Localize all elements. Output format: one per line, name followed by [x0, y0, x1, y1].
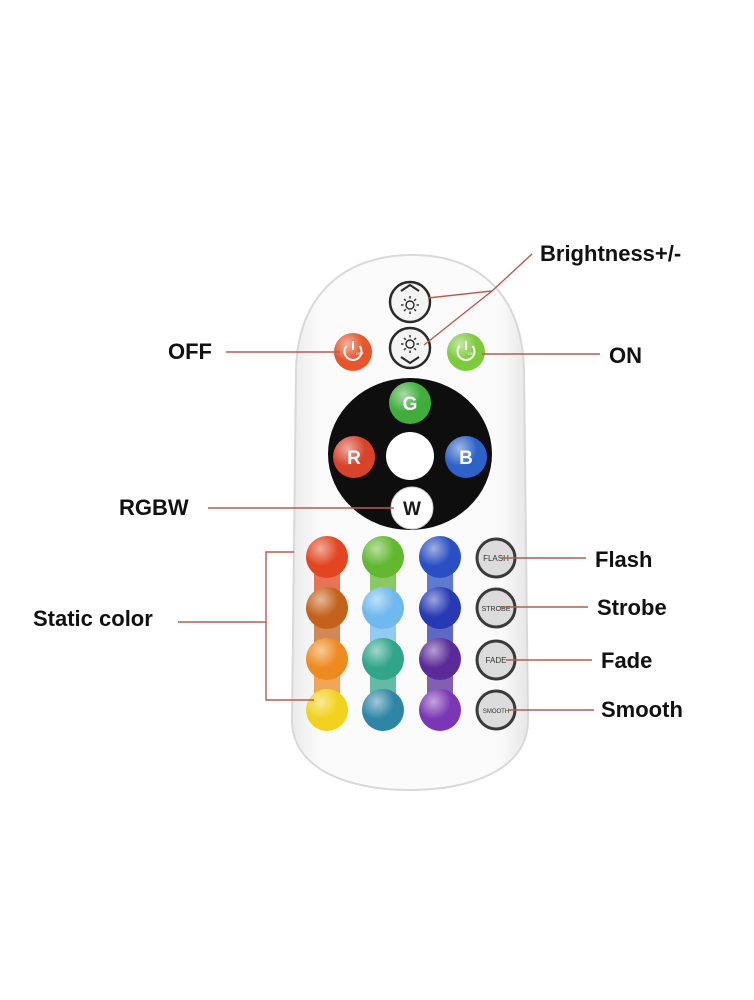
flash-callout: Flash	[595, 547, 653, 572]
brightness-callout: Brightness+/-	[540, 241, 682, 266]
strobe-button-label: STROBE	[482, 606, 511, 613]
rgbw-callout: RGBW	[119, 495, 189, 520]
off-callout: OFF	[168, 339, 212, 364]
static-color-key[interactable]	[362, 536, 404, 578]
flash-button-label: FLASH	[483, 554, 509, 563]
static-color-key[interactable]	[306, 689, 348, 731]
static-color-key[interactable]	[419, 587, 461, 629]
power-off-button[interactable]: OFF	[334, 333, 372, 371]
g-key-label: G	[403, 394, 418, 415]
rgbw-pad: G R B W	[328, 378, 492, 530]
brightness-leader-down	[423, 290, 493, 346]
static-color-key[interactable]	[419, 689, 461, 731]
r-key-label: R	[347, 448, 361, 469]
static-color-leader	[178, 551, 294, 623]
static-color-key[interactable]	[362, 587, 404, 629]
static-color-callout: Static color	[33, 606, 153, 631]
brightness-down-button[interactable]	[388, 326, 432, 370]
sun-icon	[401, 296, 419, 314]
off-button-label: OFF	[356, 351, 365, 356]
static-color-grid	[306, 536, 461, 731]
brightness-up-button[interactable]	[388, 280, 432, 324]
rgbw-pad-center	[386, 432, 434, 480]
fade-button-label: FADE	[486, 656, 507, 665]
power-icon	[456, 341, 476, 361]
b-key-label: B	[459, 448, 473, 469]
g-key[interactable]: G	[389, 382, 431, 424]
on-button-label: ON	[468, 351, 474, 356]
strobe-callout: Strobe	[597, 595, 667, 620]
static-color-key[interactable]	[306, 638, 348, 680]
strobe-button[interactable]: STROBE	[475, 587, 517, 629]
static-color-key[interactable]	[306, 536, 348, 578]
static-color-key[interactable]	[419, 536, 461, 578]
w-key-label: W	[403, 499, 421, 520]
leader-lines	[178, 253, 600, 711]
static-color-key[interactable]	[362, 689, 404, 731]
r-key[interactable]: R	[333, 436, 375, 478]
on-callout: ON	[609, 343, 642, 368]
smooth-callout: Smooth	[601, 697, 683, 722]
power-on-button[interactable]: ON	[447, 333, 485, 371]
smooth-button-label: SMOOTH	[483, 709, 509, 715]
b-key[interactable]: B	[445, 436, 487, 478]
fade-callout: Fade	[601, 648, 653, 673]
static-color-key[interactable]	[306, 587, 348, 629]
w-key[interactable]: W	[390, 486, 434, 530]
static-color-leader-lower	[265, 622, 314, 701]
sun-icon	[401, 335, 419, 353]
power-icon	[343, 341, 363, 361]
static-color-key[interactable]	[419, 638, 461, 680]
static-color-key[interactable]	[362, 638, 404, 680]
